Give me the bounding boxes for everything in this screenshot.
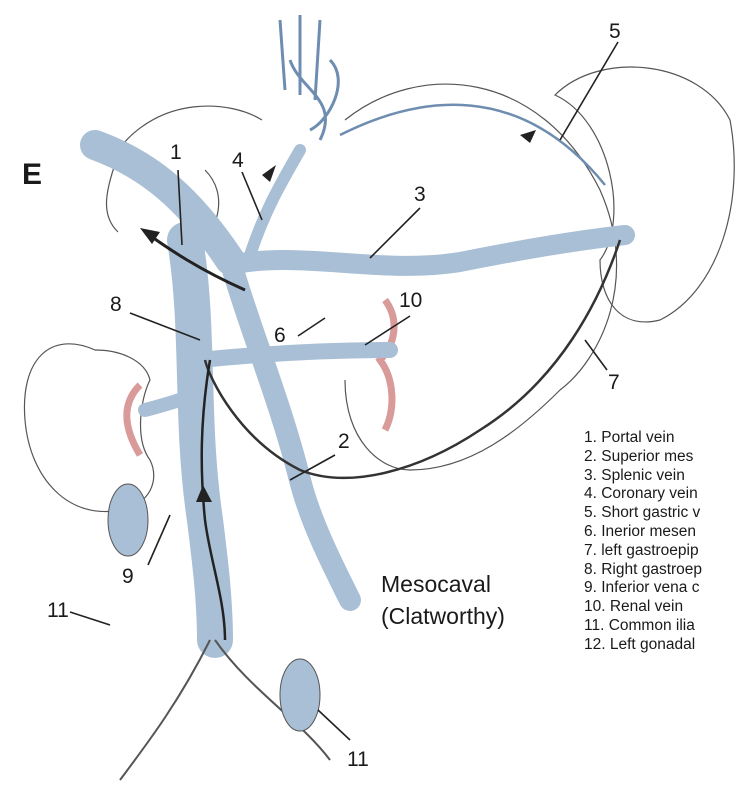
panel-letter: E [22, 158, 42, 192]
caption-line-2: (Clatworthy) [381, 600, 505, 632]
label-2: 2 [338, 431, 350, 452]
label-9: 9 [122, 566, 134, 587]
flow-arrowhead-coronary [262, 165, 276, 182]
legend-item: 2. Superior mes [584, 448, 702, 467]
legend-item: 7. left gastroepip [584, 542, 702, 561]
label-7: 7 [608, 372, 620, 393]
label-6: 6 [274, 325, 286, 346]
legend-item: 8. Right gastroep [584, 561, 702, 580]
coronary-plexus [280, 15, 338, 140]
legend-item: 5. Short gastric v [584, 504, 702, 523]
label-4: 4 [232, 150, 244, 171]
left-iliac-stump [108, 484, 148, 556]
label-11-right: 11 [347, 749, 369, 770]
flow-arrowhead-spleen [520, 130, 536, 143]
inferior-vena-cava [185, 240, 215, 640]
right-iliac-stump [280, 659, 320, 731]
leader-lines [70, 42, 618, 740]
legend-item: 6. Inerior mesen [584, 523, 702, 542]
legend-item: 10. Renal vein [584, 598, 702, 617]
label-8: 8 [110, 294, 122, 315]
right-kidney-hilum [127, 385, 140, 455]
legend-item: 9. Inferior vena c [584, 579, 702, 598]
legend-item: 3. Splenic vein [584, 467, 702, 486]
legend: 1. Portal vein 2. Superior mes 3. Spleni… [584, 429, 702, 655]
shunt-caption: Mesocaval (Clatworthy) [381, 568, 505, 632]
caption-line-1: Mesocaval [381, 568, 505, 600]
legend-item: 1. Portal vein [584, 429, 702, 448]
label-3: 3 [414, 184, 426, 205]
label-11-left: 11 [47, 600, 69, 621]
legend-item: 4. Coronary vein [584, 485, 702, 504]
label-10: 10 [399, 290, 422, 311]
label-1: 1 [170, 142, 182, 163]
renal-vein [200, 350, 390, 360]
stomach-outline [345, 84, 617, 470]
spleen-outline [555, 67, 734, 322]
label-5: 5 [609, 21, 621, 42]
legend-item: 12. Left gonadal [584, 636, 702, 655]
legend-item: 11. Common ilia [584, 617, 702, 636]
left-kidney-hilum [380, 300, 394, 430]
splenic-vein [230, 235, 625, 266]
short-gastric-veins [340, 105, 605, 185]
